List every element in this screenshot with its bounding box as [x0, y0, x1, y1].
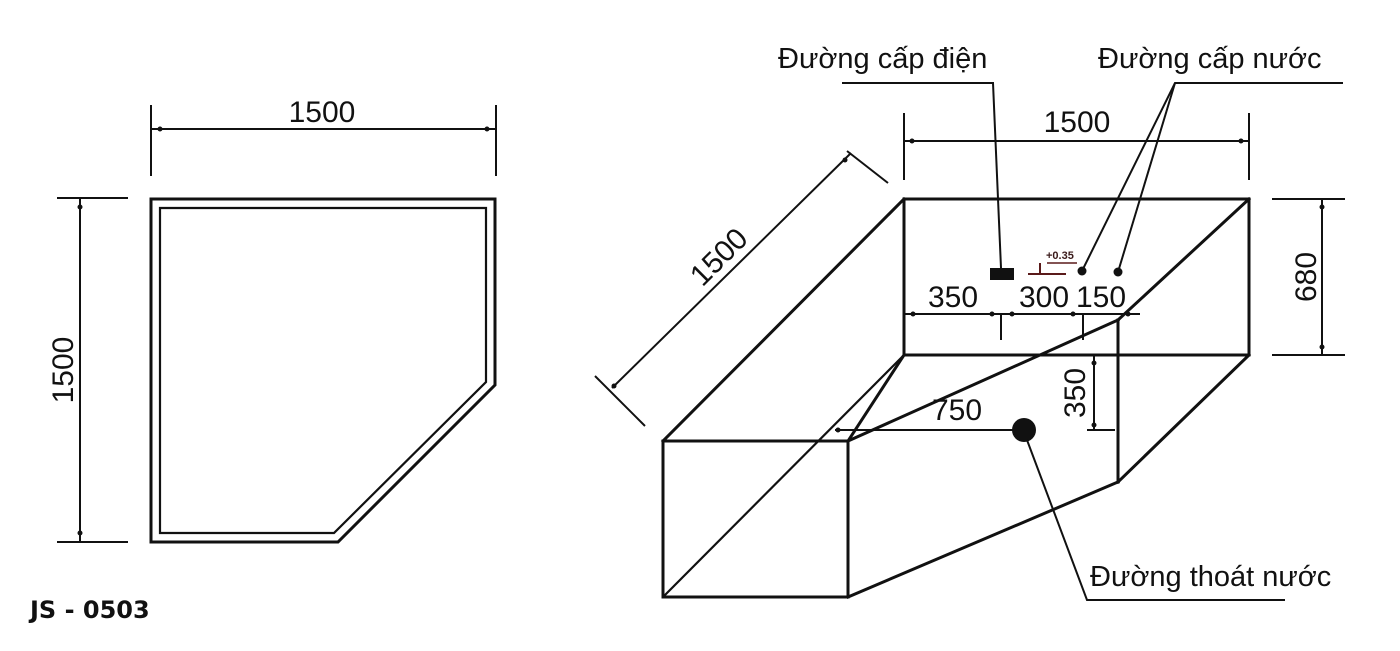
back-wall — [902, 197, 1251, 357]
iso-width-dim: 1500 — [1044, 106, 1111, 139]
water-leader-line-1 — [1081, 82, 1343, 272]
water-leader-line-2 — [1117, 82, 1176, 273]
drain-horizontal-dim: 750 — [932, 394, 982, 427]
offset-dim-150: 150 — [1076, 281, 1126, 314]
iso-diag-ext-top — [846, 150, 889, 184]
edge-mid-right-diag — [1115, 352, 1252, 485]
plan-view: 1500 1500 — [47, 96, 497, 544]
iso-diag-ext-bottom — [594, 375, 646, 427]
power-supply-label: Đường cấp điện — [778, 43, 987, 75]
plan-outer-outline — [149, 197, 497, 544]
offset-dim-300: 300 — [1019, 281, 1069, 314]
drain-label: Đường thoát nước — [1090, 561, 1331, 593]
plan-depth-dim: 1500 — [47, 337, 80, 404]
iso-depth-dim-line — [611, 152, 852, 389]
model-code: JS - 0503 — [28, 596, 150, 624]
edge-inner — [845, 352, 907, 444]
box-diagonal — [662, 354, 905, 598]
edge-rim-front — [846, 318, 1120, 443]
water-supply-label: Đường cấp nước — [1098, 43, 1322, 75]
drain-outlet-icon — [1012, 418, 1036, 442]
front-box — [661, 439, 850, 599]
drain-leader-line — [1026, 439, 1285, 601]
offset-dim-350: 350 — [928, 281, 978, 314]
drain-vertical-dim: 350 — [1059, 368, 1092, 418]
power-socket-icon — [990, 268, 1014, 280]
iso-view: 1500 1500 350 300 150 — [594, 43, 1345, 601]
height-dim: 680 — [1290, 252, 1323, 302]
plan-width-dim: 1500 — [289, 96, 356, 129]
edge-top-left — [660, 196, 907, 444]
edge-top-right-diag — [1115, 196, 1252, 323]
power-leader-line — [842, 82, 1002, 269]
plan-inner-outline — [158, 206, 488, 535]
edge-bottom-front — [846, 480, 1120, 599]
level-mark: +0.35 — [1046, 250, 1074, 262]
